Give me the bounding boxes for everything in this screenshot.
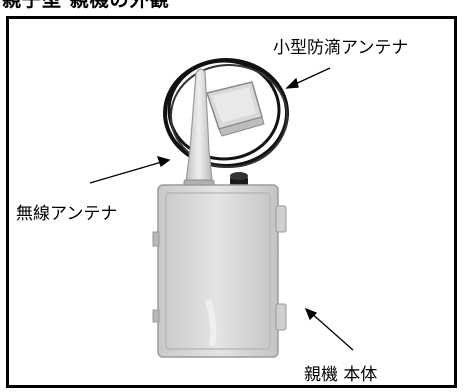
main-unit-box bbox=[152, 184, 287, 358]
small-antenna-module bbox=[206, 81, 265, 137]
main-unit-label: 親機 本体 bbox=[304, 365, 378, 385]
wireless-antenna bbox=[183, 68, 215, 193]
small-antenna-label: 小型防滴アンテナ bbox=[273, 38, 409, 58]
page-title: 親子型 親機の外観 bbox=[2, 0, 170, 11]
leader-arrows bbox=[89, 67, 354, 351]
wireless-antenna-label: 無線アンテナ bbox=[16, 204, 118, 224]
antenna-cable-coil bbox=[163, 58, 289, 168]
